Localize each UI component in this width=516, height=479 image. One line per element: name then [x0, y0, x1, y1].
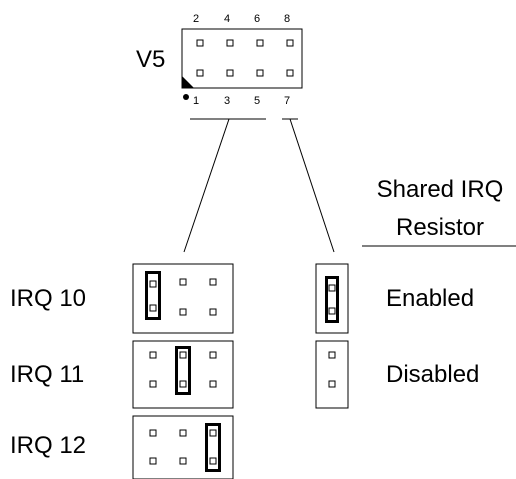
shared-irq-subtitle: Resistor	[396, 214, 484, 241]
header-pin	[256, 39, 264, 47]
jumper-cap	[325, 276, 339, 323]
header-pin	[149, 429, 157, 437]
irq-11-setting: IRQ 11	[10, 340, 234, 409]
option-label: Enabled	[386, 285, 474, 312]
header-outline	[181, 28, 303, 89]
option-label: Disabled	[386, 361, 479, 388]
pin1-dot	[183, 94, 189, 100]
irq-label: IRQ 11	[10, 361, 84, 388]
shared-irq-title: Shared IRQ	[377, 176, 504, 203]
jumper-pin	[328, 284, 336, 292]
header-pin	[286, 69, 294, 77]
header-bottom-pin: 7	[284, 95, 290, 107]
header-pin	[179, 278, 187, 286]
header-pin	[226, 39, 234, 47]
header-pin	[149, 457, 157, 465]
jumper-pin	[179, 351, 187, 359]
irq-label: IRQ 12	[10, 432, 86, 459]
shared-irq-disabled: Disabled	[315, 340, 479, 409]
header-pin	[209, 308, 217, 316]
leader-shared	[289, 118, 335, 253]
header-pin	[209, 380, 217, 388]
header-pin	[196, 39, 204, 47]
jumper-pin	[209, 429, 217, 437]
header-top-pin: 6	[254, 13, 260, 25]
header-pin	[149, 351, 157, 359]
header-pin	[179, 457, 187, 465]
header-bottom-pin: 3	[224, 95, 230, 107]
header-pin	[328, 351, 336, 359]
jumper-block	[315, 340, 349, 409]
jumper-pin	[209, 457, 217, 465]
pin1-marker	[182, 76, 194, 88]
header-pin	[209, 278, 217, 286]
jumper-pin	[149, 304, 157, 312]
header-pin	[179, 308, 187, 316]
header-pin	[196, 69, 204, 77]
header-bottom-pin: 1	[193, 95, 199, 107]
header-pin	[209, 351, 217, 359]
v5-header: V5 2 4 6 8 1 3 5 7	[136, 13, 303, 107]
shared-irq-enabled: Enabled	[315, 263, 474, 334]
jumper-pin	[179, 380, 187, 388]
irq-10-setting: IRQ 10	[10, 263, 234, 334]
header-top-pin: 8	[284, 13, 290, 25]
leader-irq	[183, 118, 230, 253]
header-top-pin: 4	[224, 13, 230, 25]
header-pin	[328, 380, 336, 388]
header-pin	[286, 39, 294, 47]
jumper-cap	[145, 271, 161, 320]
leader-lines	[183, 118, 516, 253]
irq-label: IRQ 10	[10, 285, 86, 312]
irq-12-setting: IRQ 12	[10, 415, 234, 479]
header-top-pin: 2	[193, 13, 199, 25]
jumper-pin	[328, 307, 336, 315]
header-name: V5	[136, 46, 165, 73]
jumper-pin	[149, 280, 157, 288]
header-bottom-pin: 5	[254, 95, 260, 107]
header-pin	[149, 380, 157, 388]
header-pin	[179, 429, 187, 437]
header-pin	[226, 69, 234, 77]
header-pin	[256, 69, 264, 77]
